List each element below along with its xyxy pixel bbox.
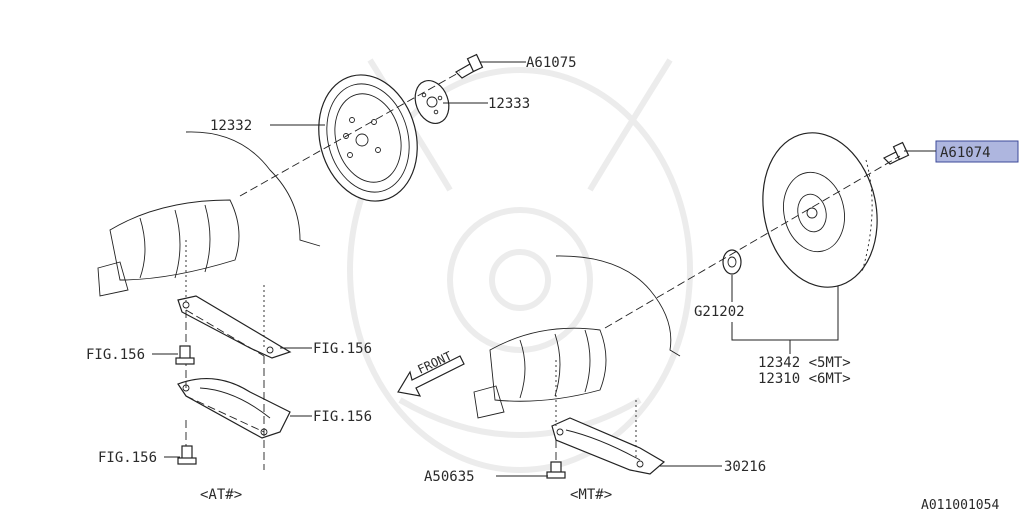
front-arrow: FRONT [397,349,465,397]
at-guides-diag [185,309,265,433]
bolt-fig156-upper[interactable] [175,345,195,365]
bolt-fig156-lower[interactable] [177,445,197,465]
bearing-g21202[interactable] [722,249,742,275]
label-mt: <MT#> [570,487,612,503]
bolt-a61075[interactable] [455,53,484,79]
bolt-a61074[interactable] [882,141,910,165]
label-fig156-b: FIG.156 [313,341,372,357]
mt-cover-30216[interactable] [551,417,666,475]
label-12310: 12310 <6MT> [758,371,851,387]
at-transmission-outline [97,131,321,297]
drive-plate-12332[interactable] [305,64,431,212]
watermark-emblem [347,58,693,473]
label-a61075: A61075 [526,55,577,71]
bolt-a50635[interactable] [546,461,566,479]
label-12332: 12332 [210,118,252,134]
label-fig156-d: FIG.156 [98,450,157,466]
label-30216: 30216 [724,459,766,475]
label-at: <AT#> [200,487,242,503]
label-fig156-c: FIG.156 [313,409,372,425]
at-lower-cover[interactable] [177,378,291,439]
label-12333: 12333 [488,96,530,112]
diagram-id: A011001054 [921,498,999,512]
at-upper-bracket[interactable] [177,295,292,359]
spacer-plate-12333[interactable] [409,76,454,128]
label-a61074[interactable]: A61074 [940,145,991,161]
flywheel-12342[interactable] [749,122,891,298]
mt-transmission-outline [473,255,681,419]
label-g21202: G21202 [694,304,745,320]
label-fig156-a: FIG.156 [86,347,145,363]
label-a50635: A50635 [424,469,475,485]
assembly-axis-mt [604,155,901,329]
leader-12342 [731,286,839,354]
assembly-axis-at [239,71,461,197]
label-12342: 12342 <5MT> [758,355,851,371]
